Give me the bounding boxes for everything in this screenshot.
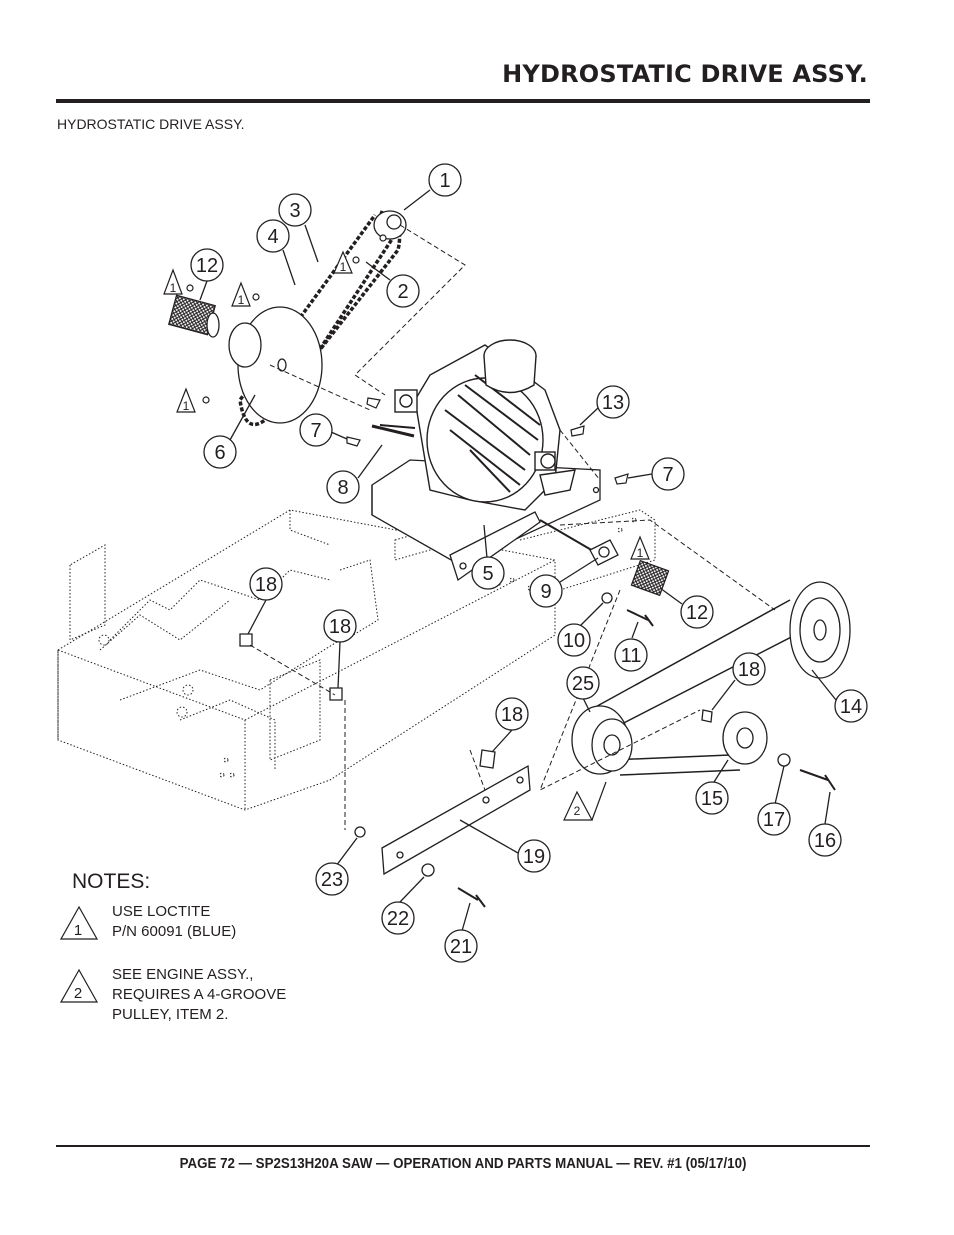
note-1-text: USE LOCTITE P/N 60091 (BLUE) bbox=[112, 903, 237, 940]
callout-label-18d: 18 bbox=[738, 659, 760, 681]
svg-text:1: 1 bbox=[170, 281, 177, 295]
page-title: HYDROSTATIC DRIVE ASSY. bbox=[502, 60, 868, 88]
callout-12b bbox=[680, 595, 714, 629]
callout-label-19: 19 bbox=[523, 846, 545, 868]
callout-label-13: 13 bbox=[602, 392, 624, 414]
callout-label-25: 25 bbox=[572, 673, 594, 695]
note-marker-labels: 1 1 1 1 1 2 bbox=[170, 260, 644, 818]
svg-text:1: 1 bbox=[183, 399, 190, 413]
assembly-lines bbox=[249, 224, 776, 830]
callout-label-8: 8 bbox=[337, 477, 348, 499]
note-1-triangle-icon: 1 bbox=[60, 906, 99, 940]
svg-text:1: 1 bbox=[340, 260, 347, 274]
callout-12a bbox=[190, 248, 224, 282]
callout-7a bbox=[299, 413, 333, 447]
page-footer: PAGE 72 — SP2S13H20A SAW — OPERATION AND… bbox=[179, 1156, 747, 1172]
callout-label-6: 6 bbox=[214, 442, 225, 464]
callout-13 bbox=[596, 385, 630, 419]
callout-label-14: 14 bbox=[840, 696, 862, 718]
callout-label-21: 21 bbox=[450, 936, 472, 958]
support-bar bbox=[239, 633, 531, 908]
callout-label-10: 10 bbox=[563, 630, 585, 652]
callout-label-7a: 7 bbox=[310, 420, 321, 442]
callout-17 bbox=[757, 802, 791, 836]
svg-text:2: 2 bbox=[574, 804, 581, 818]
callout-7b bbox=[651, 457, 685, 491]
callout-9 bbox=[529, 574, 563, 608]
callout-label-23: 23 bbox=[321, 869, 343, 891]
callout-label-16: 16 bbox=[814, 830, 836, 852]
callout-10 bbox=[557, 623, 591, 657]
callout-label-1: 1 bbox=[439, 170, 450, 192]
note-markers bbox=[163, 250, 650, 821]
callout-4 bbox=[256, 219, 290, 253]
note-marker-triangle bbox=[176, 387, 196, 413]
callout-label-2: 2 bbox=[397, 281, 408, 303]
callout-3 bbox=[278, 193, 312, 227]
sprocket-hub bbox=[168, 294, 262, 368]
callout-19 bbox=[517, 839, 551, 873]
note-marker-triangle bbox=[563, 790, 594, 821]
section-subtitle: HYDROSTATIC DRIVE ASSY. bbox=[57, 116, 245, 132]
notes-heading: NOTES: bbox=[72, 870, 151, 893]
callout-label-4: 4 bbox=[267, 226, 278, 248]
callout-18b bbox=[323, 609, 357, 643]
note-marker-triangle bbox=[163, 268, 183, 295]
note-2-text: SEE ENGINE ASSY., REQUIRES A 4-GROOVE PU… bbox=[112, 966, 287, 1023]
callout-label-18b: 18 bbox=[329, 616, 351, 638]
footer-rule bbox=[56, 1145, 870, 1147]
callout-21 bbox=[444, 929, 478, 963]
note-marker-triangle bbox=[630, 535, 650, 560]
callout-label-12b: 12 bbox=[686, 602, 708, 624]
callout-22 bbox=[381, 901, 415, 935]
callout-8 bbox=[326, 470, 360, 504]
callout-14 bbox=[834, 689, 868, 723]
note-marker-triangle bbox=[333, 250, 353, 274]
callout-label-9: 9 bbox=[540, 581, 551, 603]
hydrostatic-pump bbox=[379, 339, 601, 556]
callout-5 bbox=[471, 556, 505, 590]
callout-23 bbox=[315, 862, 349, 896]
callout-11 bbox=[614, 638, 648, 672]
svg-text:1: 1 bbox=[74, 922, 82, 939]
callout-label-5: 5 bbox=[482, 563, 493, 585]
small-fasteners bbox=[186, 234, 629, 485]
callout-16 bbox=[808, 823, 842, 857]
callouts bbox=[190, 163, 868, 963]
svg-text:1: 1 bbox=[637, 546, 644, 560]
callout-18a bbox=[249, 567, 283, 601]
callout-label-12a: 12 bbox=[196, 255, 218, 277]
callout-label-17: 17 bbox=[763, 809, 785, 831]
callout-label-18a: 18 bbox=[255, 574, 277, 596]
callout-label-15: 15 bbox=[701, 788, 723, 810]
saw-frame bbox=[57, 509, 656, 811]
callout-label-3: 3 bbox=[289, 200, 300, 222]
callout-2 bbox=[386, 274, 420, 308]
drive-sprocket bbox=[373, 210, 407, 240]
callout-labels: 1 2 3 4 12 6 7 8 13 7 5 9 12 10 11 18 18… bbox=[196, 170, 862, 958]
callout-1 bbox=[428, 163, 462, 197]
callout-6 bbox=[203, 435, 237, 469]
callout-label-22: 22 bbox=[387, 908, 409, 930]
callout-18c bbox=[495, 697, 529, 731]
note-marker-triangle bbox=[231, 281, 251, 307]
callout-15 bbox=[695, 781, 729, 815]
callout-label-7b: 7 bbox=[662, 464, 673, 486]
callout-label-11: 11 bbox=[621, 645, 642, 667]
note-2-triangle-icon: 2 bbox=[60, 969, 99, 1003]
callout-18d bbox=[732, 652, 766, 686]
callout-25 bbox=[566, 666, 600, 700]
svg-text:1: 1 bbox=[238, 293, 245, 307]
pulley-assembly bbox=[571, 539, 851, 791]
svg-text:2: 2 bbox=[74, 985, 82, 1002]
callout-label-18c: 18 bbox=[501, 704, 523, 726]
header-rule bbox=[56, 99, 870, 103]
